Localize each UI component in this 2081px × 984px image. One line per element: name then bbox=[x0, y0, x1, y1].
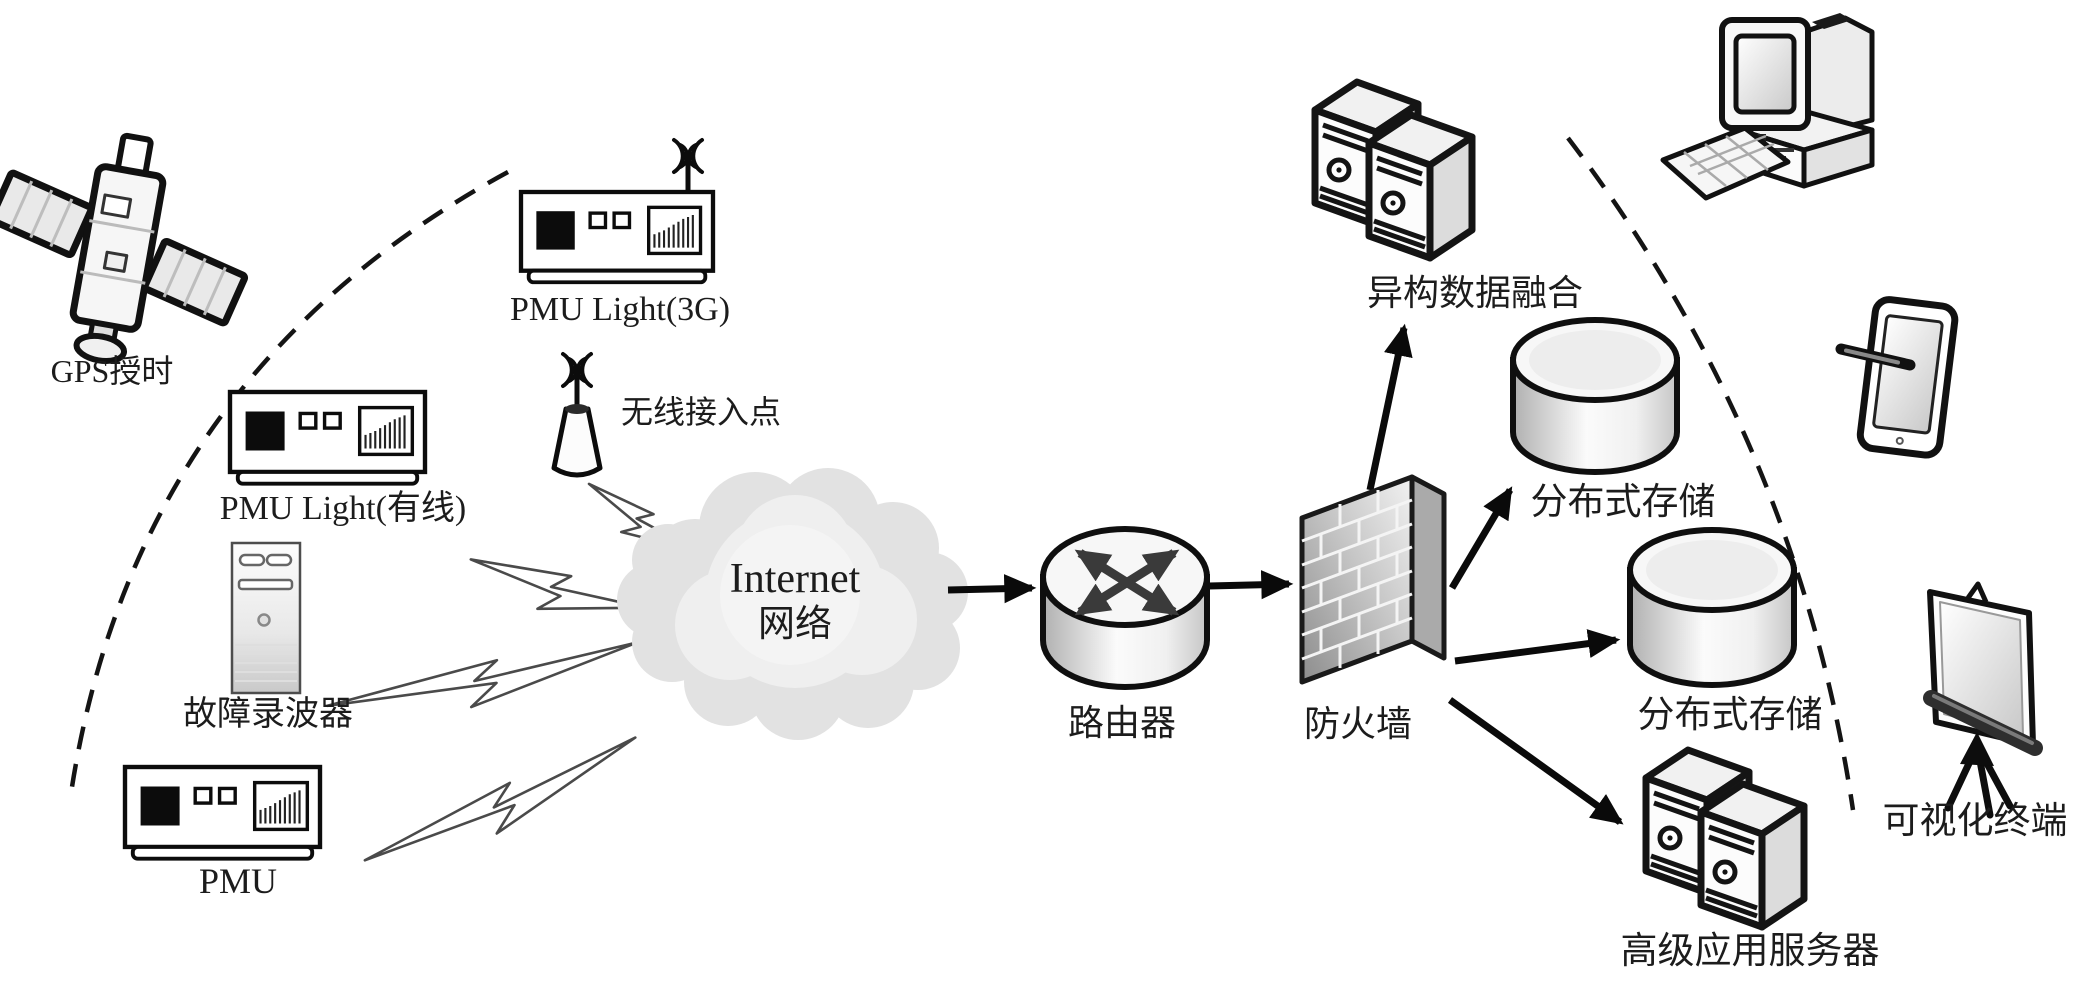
firewall-icon bbox=[1299, 474, 1447, 685]
server-pair-icon-app bbox=[1646, 750, 1804, 927]
firewall-bricks bbox=[1301, 490, 1413, 668]
cloud-icon bbox=[617, 468, 968, 740]
router-label: 路由器 bbox=[1068, 703, 1176, 743]
server-pair-icon-fusion bbox=[1315, 82, 1472, 258]
satellite-icon bbox=[0, 132, 249, 364]
data-fusion-label: 异构数据融合 bbox=[1367, 273, 1583, 313]
pmu-light-wired-label: PMU Light(有线) bbox=[220, 489, 467, 527]
gps-label: GPS授时 bbox=[51, 353, 174, 389]
fault-recorder-label: 故障录波器 bbox=[183, 695, 353, 733]
lightning-links bbox=[324, 468, 696, 878]
router-crossed-arrows bbox=[1074, 549, 1180, 616]
pmu-device-icon bbox=[125, 767, 320, 859]
wireless-ap-label: 无线接入点 bbox=[621, 394, 781, 430]
pmu-device-antenna-icon bbox=[521, 138, 713, 282]
projector-screen-icon bbox=[1923, 581, 2043, 819]
pmu-light-3g-label: PMU Light(3G) bbox=[510, 291, 730, 328]
database-cylinder-icon-top bbox=[1510, 317, 1680, 475]
pmu-label: PMU bbox=[199, 861, 277, 901]
arrow-firewall-appserver bbox=[1447, 697, 1624, 825]
lightning-pmu-internet bbox=[356, 738, 650, 878]
arrow-router-firewall bbox=[1208, 570, 1294, 600]
visual-terminal-label: 可视化终端 bbox=[1883, 801, 2068, 842]
arrow-internet-router bbox=[947, 574, 1037, 604]
storage-bottom-label: 分布式存储 bbox=[1638, 694, 1823, 736]
firewall-label: 防火墙 bbox=[1304, 704, 1412, 744]
arrow-firewall-storage-top bbox=[1448, 486, 1514, 590]
router-icon bbox=[1040, 526, 1210, 690]
flow-arrows bbox=[947, 323, 1624, 825]
field-devices-boundary-arc bbox=[67, 170, 510, 801]
tower-pc-icon bbox=[230, 541, 302, 695]
database-cylinder-icon-bottom bbox=[1627, 527, 1797, 688]
arrow-firewall-fusion bbox=[1366, 323, 1413, 491]
lightning-recorder-internet bbox=[324, 642, 643, 724]
tablet-stylus-icon bbox=[1835, 296, 1959, 459]
antenna-icon bbox=[551, 352, 603, 478]
desktop-computer-icon bbox=[1660, 13, 1875, 201]
internet-label: Internet bbox=[730, 556, 861, 602]
internet-label-line2: 网络 bbox=[758, 603, 832, 645]
arrow-firewall-storage-bottom bbox=[1454, 629, 1621, 665]
storage-top-label: 分布式存储 bbox=[1531, 481, 1716, 523]
app-server-label: 高级应用服务器 bbox=[1621, 930, 1880, 972]
pmu-device-icon-wired bbox=[230, 392, 425, 484]
